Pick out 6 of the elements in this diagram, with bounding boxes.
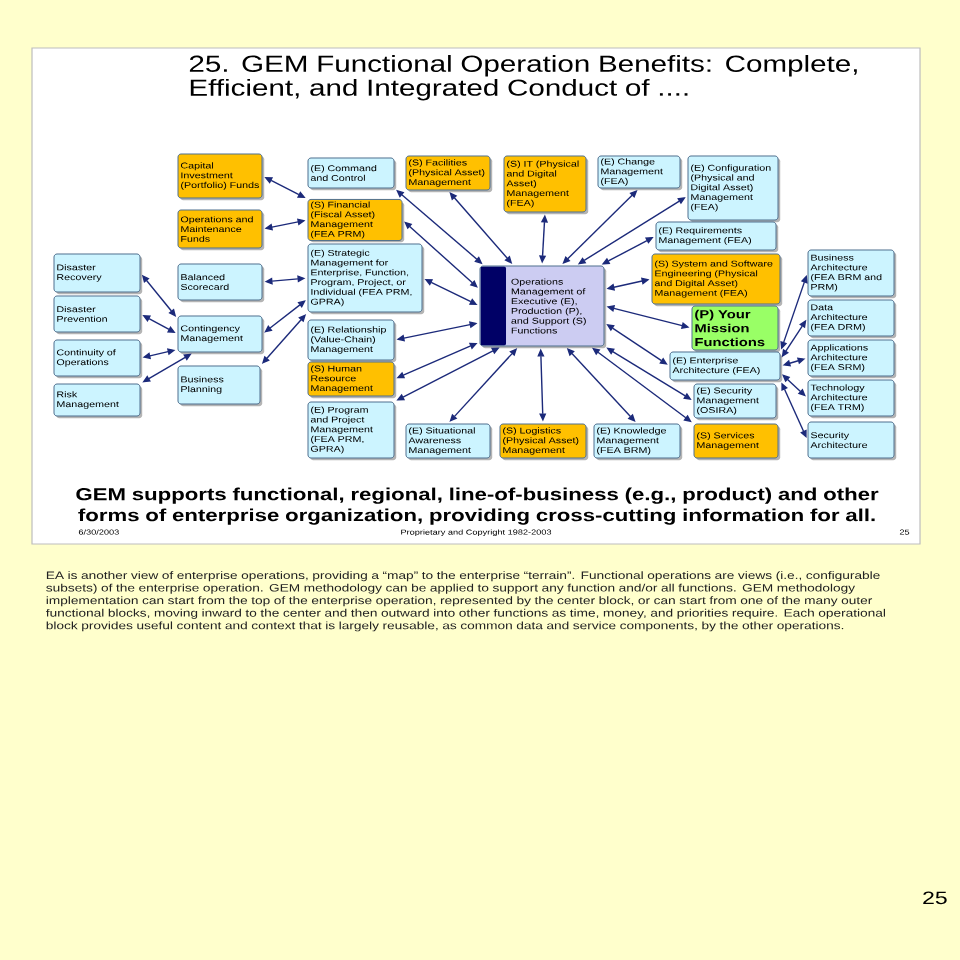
slide-caption: GEM supports functional, regional, line-of-business (e.g., product) and other forms of enterprise organization, providing cross-cutting information for all. xyxy=(76,487,879,525)
page-number: 25 xyxy=(923,891,947,905)
slide-title: 25. GEM Functional Operation Benefits: Complete, Efficient, and Integrated Conduct of .... xyxy=(189,55,857,101)
arrow xyxy=(264,300,306,333)
arrow xyxy=(404,221,478,288)
arrow xyxy=(782,374,806,397)
